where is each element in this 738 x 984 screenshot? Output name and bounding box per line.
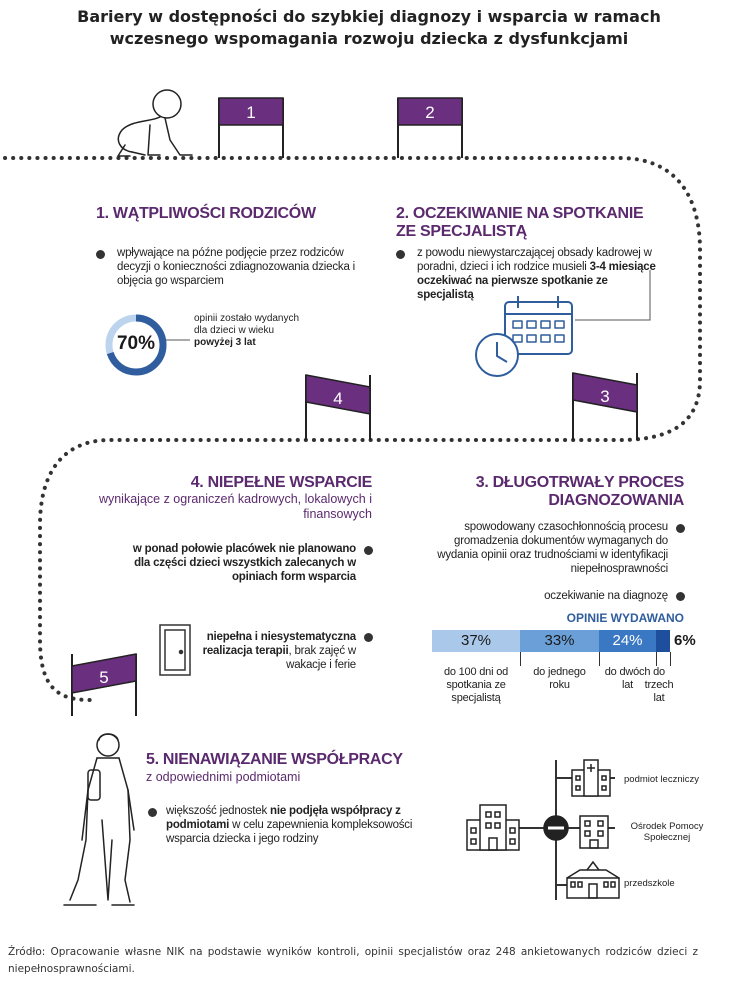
page-title: Bariery w dostępności do szybkiej diagno… (77, 7, 661, 48)
bar-segment-2 (520, 630, 599, 652)
section-2-title: 2. OCZEKIWANIE NA SPOTKANIE ZE SPECJALIS… (396, 205, 696, 241)
chart-title: OPINIE WYDAWANO (566, 611, 684, 625)
section-4-text-2-regular: , brak zajęć w wakacje i ferie (286, 645, 356, 671)
section-2-text-bold: 3-4 miesiące oczekiwać na pierwsze spotk… (417, 261, 656, 301)
bar-tick-4 (670, 652, 671, 666)
social-center-icon (579, 815, 609, 849)
bar-tick-3 (656, 652, 657, 666)
section-5-bullet (148, 808, 157, 817)
bar-value-label-1: 37% (460, 632, 492, 649)
section-5-text-1: większość jednostek (166, 805, 268, 817)
section-4-text-2-bold: niepełna i niesystematyczna realizacja t… (202, 631, 357, 657)
section-3-text: spowodowany czasochłonnością procesu gro… (437, 521, 668, 575)
diagnosis-time-chart: 37% do 100 dni od spotkania ze specjalist… (432, 630, 696, 710)
section-1-bullet (96, 250, 105, 259)
section-4-text-2: niepełna i niesystematyczna realizacja t… (200, 630, 357, 672)
flag-5-icon: 5 (71, 653, 137, 716)
section-2-text: z powodu niewystarczającej obsady kadrow… (417, 246, 657, 302)
section-3-title-line-1: 3. DŁUGOTRWAŁY PROCES (475, 474, 685, 491)
section-4-title: 4. NIEPEŁNE WSPARCIE (190, 474, 373, 491)
section-2-bullet (396, 250, 405, 259)
bar-category-label-3: do dwóch lat (604, 666, 651, 691)
bar-value-label-3: 24% (612, 632, 643, 649)
section-2-title-line-2: ZE SPECJALISTĄ (396, 223, 527, 240)
section-3-bullet-2 (676, 592, 685, 601)
section-3-bullet-1 (676, 524, 685, 533)
entity-label-hospital: podmiot leczniczy (624, 774, 699, 785)
flag-4-icon: 4 (305, 374, 371, 440)
kindergarten-icon (566, 860, 620, 899)
flag-1-number: 1 (246, 103, 255, 122)
calendar-clock-icon (475, 296, 573, 377)
section-3-title-line-2: DIAGNOZOWANIA (548, 492, 684, 509)
dotted-journey-path (3, 156, 702, 702)
bar-category-label-2: do jednego roku (533, 666, 586, 691)
boy-with-backpack-icon (63, 733, 135, 906)
institution-building-icon (466, 804, 520, 851)
section-1-title: 1. WĄTPLIWOŚCI RODZICÓW (96, 205, 316, 222)
bar-tick-2 (599, 652, 600, 666)
hospital-icon (571, 759, 611, 797)
section-2-text-regular: z powodu niewystarczającej obsady kadrow… (417, 247, 652, 273)
source-note: Źródło: Opracowanie własne NIK na podsta… (8, 946, 698, 975)
section-3-wait-text: oczekiwanie na diagnozę (544, 590, 668, 602)
section-2-title-line-1: 2. OCZEKIWANIE NA SPOTKANIE (396, 205, 644, 222)
donut-chart-70-icon (105, 314, 167, 376)
section-4-text-1: w ponad połowie placówek nie planowano d… (132, 543, 356, 583)
section-1-text: wpływające na późne podjęcie przez rodzi… (117, 247, 355, 287)
flag-5-number: 5 (99, 668, 108, 687)
section-5-title: 5. NIENAWIĄZANIE WSPÓŁPRACY (146, 751, 403, 768)
flag-2-icon: 2 (397, 97, 463, 158)
donut-description-bold: powyżej 3 lat (194, 337, 256, 348)
entity-label-social-center: Ośrodek Pomocy Społecznej (630, 821, 704, 843)
flag-1-icon: 1 (218, 97, 284, 158)
bar-tick-1 (520, 652, 521, 666)
section-4-subtitle: wynikające z ograniczeń kadrowych, lokal… (98, 492, 372, 521)
section-5-text: większość jednostek nie podjęła współpra… (166, 804, 438, 846)
door-icon (159, 624, 191, 676)
crawling-baby-icon (117, 89, 193, 157)
bar-category-label-1: do 100 dni od spotkania ze specjalistą (443, 666, 509, 704)
section-4-bullet-1 (364, 546, 373, 555)
bar-segment-3 (599, 630, 656, 652)
bar-segment-4 (656, 630, 670, 652)
bar-value-label-2: 33% (544, 632, 575, 649)
donut-percent-label: 70% (116, 333, 156, 354)
donut-description-text: opinii zostało wydanych dla dzieci w wie… (194, 313, 300, 336)
section-5-subtitle: z odpowiednimi podmiotami (146, 770, 301, 784)
flag-3-number: 3 (600, 387, 609, 406)
entity-label-kindergarten: przedszkole (624, 878, 675, 889)
flag-2-number: 2 (425, 103, 434, 122)
section-5-text-bold: nie podjęła współpracy z podmiotami (166, 805, 401, 831)
donut-description: opinii zostało wydanych dla dzieci w wie… (194, 313, 304, 349)
section-4-bullet-2 (364, 633, 373, 642)
section-3-title: 3. DŁUGOTRWAŁY PROCES DIAGNOZOWANIA (420, 474, 685, 510)
bar-value-label-4: 6% (674, 632, 696, 649)
section-5-text-2: w celu zapewnienia kompleksowości wsparc… (166, 819, 413, 845)
bar-category-label-4: do trzech lat (644, 666, 674, 704)
flag-3-icon: 3 (572, 372, 638, 440)
flag-4-number: 4 (333, 389, 342, 408)
bar-segment-1 (432, 630, 520, 652)
